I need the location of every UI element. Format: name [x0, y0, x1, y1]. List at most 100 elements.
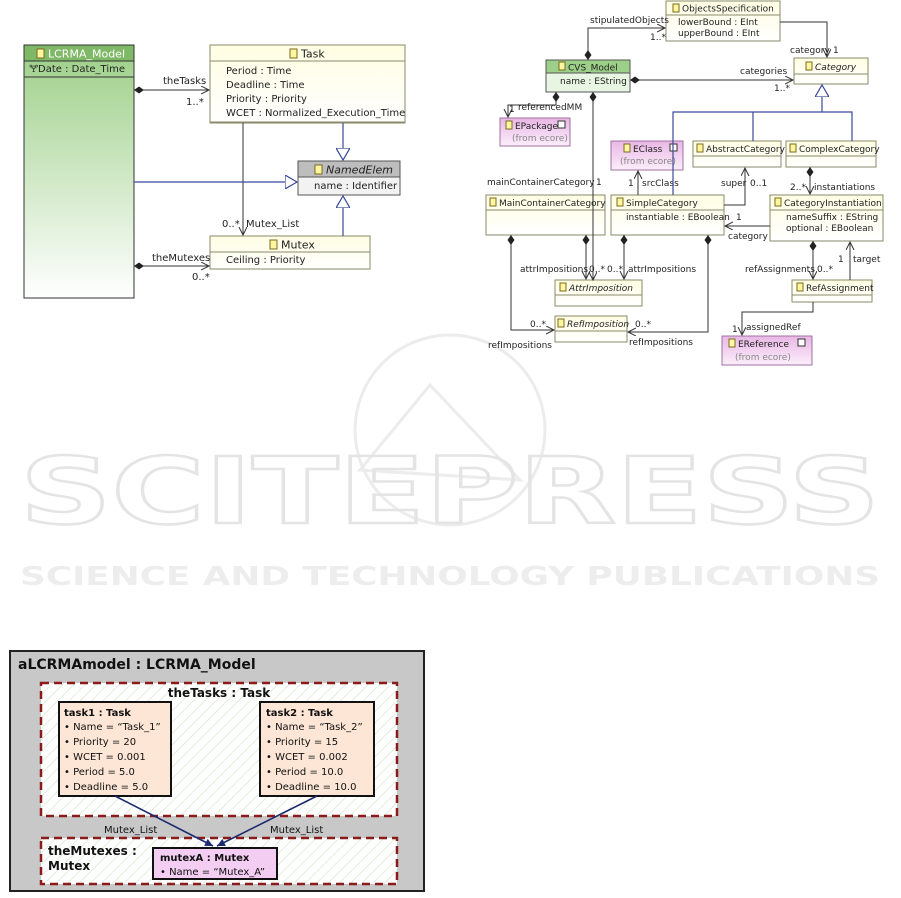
- object-attr: • Name = “Task_2”: [266, 722, 363, 733]
- class-icon: [616, 197, 624, 207]
- assoc-label: attrImpositions: [520, 265, 588, 275]
- class-origin: (from ecore): [735, 353, 791, 363]
- class-epackage: EPackage (from ecore): [499, 117, 571, 147]
- class-icon: [505, 120, 513, 130]
- class-name: LCRMA_Model: [48, 48, 125, 61]
- class-attr: upperBound : EInt: [678, 29, 760, 39]
- class-icon: [789, 143, 797, 153]
- class-icon: [269, 239, 278, 250]
- object-task2: task2 : Task • Name = “Task_2” • Priorit…: [259, 701, 375, 797]
- diagram-instance: aLCRMAmodel : LCRMA_Model theTasks : Tas…: [9, 650, 425, 892]
- assoc-mult: 1: [732, 325, 738, 335]
- assoc-label: target: [853, 255, 881, 265]
- assoc-mult: 0..*: [607, 265, 623, 275]
- class-attr: Period : Time: [226, 66, 291, 77]
- link-label: Mutex_List: [104, 825, 157, 836]
- assoc-label: stipulatedObjects: [590, 16, 669, 26]
- assoc-label: attrImpositions: [628, 265, 696, 275]
- attr-key-icon: 🝖: [29, 64, 38, 75]
- assoc-assigned-ref: [742, 302, 814, 335]
- diagram-cvs-metamodel: ObjectsSpecification lowerBound : EInt u…: [485, 0, 884, 366]
- class-attr: optional : EBoolean: [786, 224, 873, 234]
- assoc-ref-impositions-simple: [628, 235, 708, 332]
- class-icon: [696, 143, 704, 153]
- assoc-mult: 0..1: [750, 179, 767, 189]
- class-name: Mutex: [281, 239, 315, 252]
- class-name: AbstractCategory: [706, 145, 786, 155]
- object-task1: task1 : Task • Name = “Task_1” • Priorit…: [58, 701, 172, 797]
- class-cvs-model: CVS_Model name : EString: [545, 59, 631, 93]
- assoc-label: theMutexes: [152, 253, 210, 264]
- object-name: mutexA : Mutex: [160, 853, 250, 864]
- class-icon: [774, 197, 782, 207]
- assoc-mult: 1: [509, 105, 515, 115]
- class-abstract-category: AbstractCategory: [692, 140, 786, 168]
- class-icon: [805, 61, 813, 71]
- class-ref-imposition: RefImposition: [554, 315, 629, 343]
- class-eclass: EClass (from ecore): [610, 140, 684, 171]
- assoc-mult: 1: [838, 255, 844, 265]
- assoc-label: super: [721, 179, 747, 189]
- generalization-bus: [672, 111, 853, 195]
- assoc-mult: 2..*: [790, 183, 806, 193]
- class-main-container-category: MainContainerCategory: [485, 194, 606, 236]
- class-icon: [558, 61, 566, 71]
- link-label: Mutex_List: [270, 825, 323, 836]
- object-attr: • Period = 10.0: [266, 767, 343, 778]
- assoc-mult: 1: [628, 179, 634, 189]
- assoc-mult: 0..*: [817, 265, 833, 275]
- assoc-label: assignedRef: [746, 323, 801, 333]
- assoc-label: categories: [740, 67, 787, 77]
- class-attr-imposition: AttrImposition: [554, 279, 643, 307]
- class-icon: [557, 318, 565, 328]
- object-attr: • Priority = 20: [64, 737, 136, 748]
- assoc-label: srcClass: [642, 179, 679, 189]
- watermark-big-text: SCITEPRESS: [20, 438, 880, 545]
- assoc-mult: 1..*: [774, 84, 790, 94]
- tasks-group-label: theTasks : Task: [168, 686, 271, 700]
- class-category: Category: [793, 57, 869, 85]
- object-attr: • Name = “Task_1”: [64, 722, 161, 733]
- object-name: task1 : Task: [64, 708, 131, 719]
- class-simple-category: SimpleCategory instantiable : EBoolean: [610, 194, 730, 236]
- class-name: ComplexCategory: [799, 145, 880, 155]
- diagram-lcrma-metamodel: LCRMA_Model 🝖 Date : Date_Time Task Peri…: [23, 44, 406, 299]
- object-attr: • WCET = 0.002: [266, 752, 348, 763]
- class-attr: name : Identifier: [314, 181, 398, 192]
- object-name: task2 : Task: [266, 708, 333, 719]
- class-icon: [489, 197, 497, 207]
- class-name: EReference: [738, 340, 789, 350]
- assoc-category: [780, 21, 827, 57]
- object-attr: • Priority = 15: [266, 737, 338, 748]
- assoc-mult: 1: [736, 213, 742, 223]
- mutexes-group-label: Mutex: [48, 859, 90, 873]
- object-mutex-a: mutexA : Mutex • Name = “Mutex_A”: [152, 847, 278, 880]
- assoc-label: category: [790, 46, 830, 56]
- class-attr: instantiable : EBoolean: [626, 213, 730, 223]
- class-name: NamedElem: [326, 164, 393, 177]
- assoc-super: [724, 168, 745, 206]
- class-icon: [728, 338, 736, 348]
- watermark: SCITEPRESS SCIENCE AND TECHNOLOGY PUBLIC…: [19, 333, 881, 592]
- assoc-label: mainContainerCategory: [487, 178, 595, 188]
- class-ref-assignment: RefAssignment: [791, 279, 874, 303]
- external-link-icon: [557, 120, 566, 129]
- assoc-mult: 0..*: [589, 265, 605, 275]
- class-complex-category: ComplexCategory: [785, 140, 880, 168]
- class-attr: Priority : Priority: [226, 94, 307, 105]
- class-lcrma-model: LCRMA_Model 🝖 Date : Date_Time: [23, 44, 135, 299]
- assoc-mult: 1: [833, 46, 839, 56]
- class-name: Category: [815, 63, 857, 73]
- class-icon: [314, 164, 323, 175]
- class-name: RefImposition: [567, 320, 629, 330]
- class-mutex: Mutex Ceiling : Priority: [209, 235, 371, 270]
- assoc-label: referencedMM: [518, 103, 582, 113]
- assoc-label: refAssignments: [745, 265, 815, 275]
- class-name: EClass: [633, 145, 663, 155]
- class-icon: [36, 48, 45, 59]
- assoc-stipulated-objects: [588, 28, 665, 60]
- assoc-ref-impositions-main: [511, 235, 554, 330]
- class-name: AttrImposition: [568, 284, 633, 294]
- class-name: EPackage: [515, 122, 558, 132]
